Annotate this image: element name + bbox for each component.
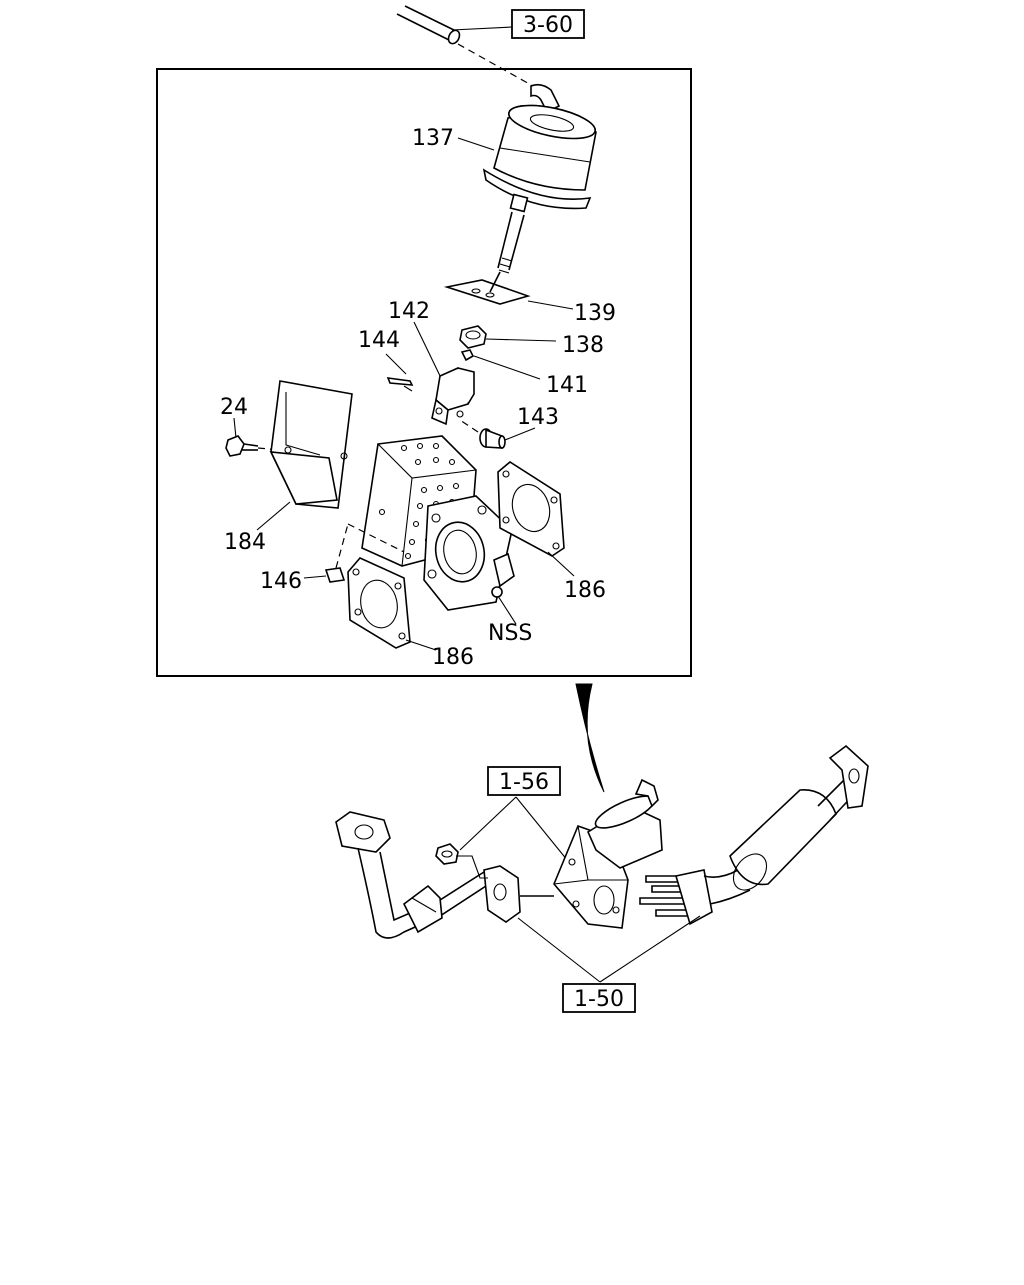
clip-146: [324, 523, 405, 583]
pin-143: [459, 419, 506, 449]
nut-lower: [435, 843, 488, 879]
callout-141: 141: [546, 373, 588, 398]
leader-141: [473, 355, 541, 380]
front-pipe: [335, 811, 521, 939]
leader-3-60: [451, 26, 513, 31]
leader-24: [233, 417, 237, 439]
leader-1-50-b: [599, 915, 701, 983]
callout-142: 142: [388, 299, 430, 324]
leader-1-56-a: [459, 796, 517, 851]
detail-arrow: [575, 683, 605, 793]
lever-142: [431, 367, 475, 426]
valve-flange: [423, 495, 515, 611]
callout-139: 139: [574, 301, 616, 326]
leader-144: [385, 353, 407, 375]
converter-pipe: [674, 744, 869, 926]
leader-186-left: [405, 639, 437, 651]
callout-186-left: 186: [432, 645, 474, 670]
gasket-186-left: [347, 557, 411, 649]
ref-box-1-56: 1-56: [487, 766, 561, 796]
leader-nss: [497, 595, 517, 625]
ref-label-3-60: 3-60: [523, 13, 573, 38]
callout-186-right: 186: [564, 578, 606, 603]
gasket-186-right: [497, 461, 565, 557]
callout-137: 137: [412, 126, 454, 151]
leader-138: [485, 338, 557, 342]
shield-184: [269, 380, 353, 509]
ref-label-1-56: 1-56: [499, 770, 549, 795]
pin-144: [386, 377, 414, 392]
bolt-24: [225, 435, 281, 457]
leader-142: [413, 321, 443, 381]
plate-139: [443, 271, 531, 305]
leader-137: [457, 137, 495, 151]
leader-186-right: [547, 551, 575, 577]
vacuum-hose: [396, 5, 534, 87]
leader-1-56-b: [515, 796, 573, 867]
ref-box-1-50: 1-50: [562, 983, 636, 1013]
leader-139: [527, 300, 574, 310]
callout-nss: NSS: [488, 621, 532, 646]
callout-144: 144: [358, 328, 400, 353]
leader-146: [303, 575, 327, 579]
leader-143: [504, 427, 536, 441]
valve-assembly: [520, 778, 663, 929]
ref-label-1-50: 1-50: [574, 987, 624, 1012]
detail-frame: [156, 68, 692, 677]
callout-24: 24: [220, 395, 248, 420]
callout-143: 143: [517, 405, 559, 430]
callout-184: 184: [224, 530, 266, 555]
callout-138: 138: [562, 333, 604, 358]
washer-141: [460, 349, 475, 362]
nut-138: [459, 325, 487, 349]
actuator-137: [482, 83, 597, 274]
leader-1-50-a: [517, 917, 601, 983]
callout-146: 146: [260, 569, 302, 594]
ref-box-3-60: 3-60: [511, 9, 585, 39]
leader-184: [256, 501, 291, 531]
